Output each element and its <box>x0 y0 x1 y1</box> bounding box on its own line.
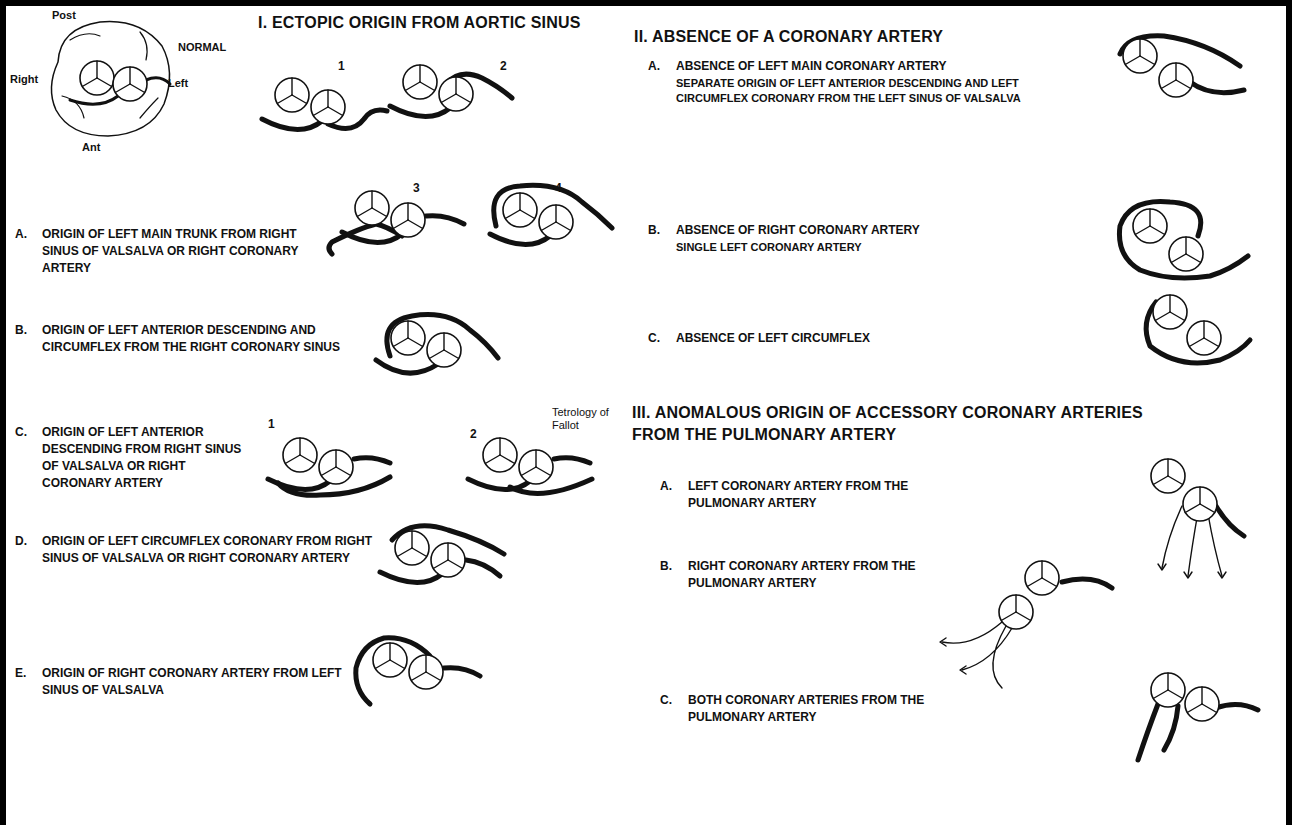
item-letter: A. <box>660 478 672 495</box>
anomaly-figure-i-a-3 <box>329 191 464 254</box>
callout-number: 2 <box>500 58 507 75</box>
anomaly-figure-iii-b <box>940 561 1112 688</box>
label-slot: C. <box>648 330 660 347</box>
label-slot: 3 <box>413 180 420 197</box>
anomaly-description: ORIGIN OF LEFT MAIN TRUNK FROM RIGHT SIN… <box>42 226 332 277</box>
anomaly-figure-iii-a <box>1151 459 1244 578</box>
anomaly-description: ORIGIN OF LEFT CIRCUMFLEX CORONARY FROM … <box>42 533 372 567</box>
label-slot: NORMAL <box>178 40 226 55</box>
label-slot: Ant <box>82 140 100 155</box>
anomaly-description: ABSENCE OF LEFT CIRCUMFLEX <box>676 330 1076 347</box>
callout-number: 3 <box>413 180 420 197</box>
callout-number: 1 <box>338 58 345 75</box>
label-slot: A. <box>660 478 672 495</box>
callout-number: 2 <box>470 426 477 443</box>
label-slot: C. <box>660 692 672 709</box>
anomaly-figure-i-e <box>356 638 480 704</box>
anomaly-description: ORIGIN OF LEFT ANTERIOR DESCENDING FROM … <box>42 424 257 492</box>
label-slot: D. <box>15 533 27 550</box>
label-slot: Right <box>10 72 38 87</box>
label-slot: BOTH CORONARY ARTERIES FROM THE PULMONAR… <box>688 692 948 726</box>
label-slot: LEFT CORONARY ARTERY FROM THE PULMONARY … <box>688 478 918 512</box>
callout-number: 4 <box>555 180 562 197</box>
label-slot: RIGHT CORONARY ARTERY FROM THE PULMONARY… <box>688 558 928 592</box>
label-slot: ABSENCE OF LEFT MAIN CORONARY ARTERY <box>676 58 1096 75</box>
anomaly-figure-i-a-4 <box>490 185 612 244</box>
anomaly-description: LEFT CORONARY ARTERY FROM THE PULMONARY … <box>688 478 918 512</box>
label-slot: 1 <box>268 416 275 433</box>
anomaly-subtitle: SINGLE LEFT CORONARY ARTERY <box>676 240 1076 255</box>
orientation-label: Left <box>168 76 188 91</box>
label-slot: Left <box>168 76 188 91</box>
label-slot: A. <box>15 226 27 243</box>
item-letter: B. <box>648 222 660 239</box>
anomaly-description: ABSENCE OF RIGHT CORONARY ARTERY <box>676 222 1076 239</box>
item-letter: C. <box>648 330 660 347</box>
section-heading: I. ECTOPIC ORIGIN FROM AORTIC SINUS <box>258 12 581 34</box>
label-slot: ORIGIN OF LEFT ANTERIOR DESCENDING AND C… <box>42 322 372 356</box>
label-slot: ORIGIN OF LEFT MAIN TRUNK FROM RIGHT SIN… <box>42 226 332 277</box>
label-slot: 2 <box>470 426 477 443</box>
label-slot: A. <box>648 58 660 75</box>
label-slot: Post <box>52 8 76 23</box>
label-slot: SINGLE LEFT CORONARY ARTERY <box>676 240 1076 255</box>
anomaly-figure-ii-a <box>1120 36 1244 97</box>
anomaly-figure-i-a-1 <box>262 78 387 130</box>
anomaly-figure-i-c-1 <box>268 438 390 495</box>
section-heading: III. ANOMALOUS ORIGIN OF ACCESSORY CORON… <box>632 402 1192 446</box>
anomaly-figure-i-b <box>376 315 498 373</box>
anomaly-description: ORIGIN OF RIGHT CORONARY ARTERY FROM LEF… <box>42 665 342 699</box>
orientation-label: NORMAL <box>178 40 226 55</box>
label-slot: 1 <box>338 58 345 75</box>
label-slot: III. ANOMALOUS ORIGIN OF ACCESSORY CORON… <box>632 402 1192 446</box>
orientation-label: Ant <box>82 140 100 155</box>
anomaly-figure-ii-b <box>1119 202 1248 279</box>
item-letter: D. <box>15 533 27 550</box>
item-letter: E. <box>15 665 26 682</box>
label-slot: SEPARATE ORIGIN OF LEFT ANTERIOR DESCEND… <box>676 76 1046 106</box>
anomaly-figure-i-a-2 <box>390 65 512 117</box>
label-slot: ABSENCE OF RIGHT CORONARY ARTERY <box>676 222 1076 239</box>
anomaly-figure-i-d <box>380 526 504 583</box>
item-letter: A. <box>15 226 27 243</box>
item-letter: B. <box>660 558 672 575</box>
label-slot: B. <box>660 558 672 575</box>
section-heading: II. ABSENCE OF A CORONARY ARTERY <box>634 26 943 48</box>
item-letter: A. <box>648 58 660 75</box>
anomaly-figure-ii-c <box>1146 295 1250 363</box>
figure-note: Tetrology of Fallot <box>552 406 618 432</box>
item-letter: C. <box>660 692 672 709</box>
item-letter: B. <box>15 322 27 339</box>
orientation-label: Right <box>10 72 38 87</box>
label-slot: ORIGIN OF LEFT ANTERIOR DESCENDING FROM … <box>42 424 257 492</box>
anomaly-subtitle: SEPARATE ORIGIN OF LEFT ANTERIOR DESCEND… <box>676 76 1046 106</box>
orientation-label: Post <box>52 8 76 23</box>
label-slot: ORIGIN OF RIGHT CORONARY ARTERY FROM LEF… <box>42 665 342 699</box>
label-slot: ORIGIN OF LEFT CIRCUMFLEX CORONARY FROM … <box>42 533 372 567</box>
label-slot: E. <box>15 665 26 682</box>
label-slot: II. ABSENCE OF A CORONARY ARTERY <box>634 26 943 48</box>
label-slot: 4 <box>555 180 562 197</box>
normal-heart-figure <box>51 22 170 137</box>
label-slot: B. <box>648 222 660 239</box>
label-slot: B. <box>15 322 27 339</box>
anomaly-description: RIGHT CORONARY ARTERY FROM THE PULMONARY… <box>688 558 928 592</box>
label-slot: ABSENCE OF LEFT CIRCUMFLEX <box>676 330 1076 347</box>
callout-number: 1 <box>268 416 275 433</box>
item-letter: C. <box>15 424 27 441</box>
anomaly-figure-iii-c <box>1138 673 1258 760</box>
label-slot: 2 <box>500 58 507 75</box>
label-slot: Tetrology of Fallot <box>552 406 618 432</box>
anomaly-description: ABSENCE OF LEFT MAIN CORONARY ARTERY <box>676 58 1096 75</box>
anomaly-description: ORIGIN OF LEFT ANTERIOR DESCENDING AND C… <box>42 322 372 356</box>
anomaly-figure-i-c-2 <box>468 438 592 493</box>
label-slot: C. <box>15 424 27 441</box>
anomaly-description: BOTH CORONARY ARTERIES FROM THE PULMONAR… <box>688 692 948 726</box>
label-slot: I. ECTOPIC ORIGIN FROM AORTIC SINUS <box>258 12 581 34</box>
